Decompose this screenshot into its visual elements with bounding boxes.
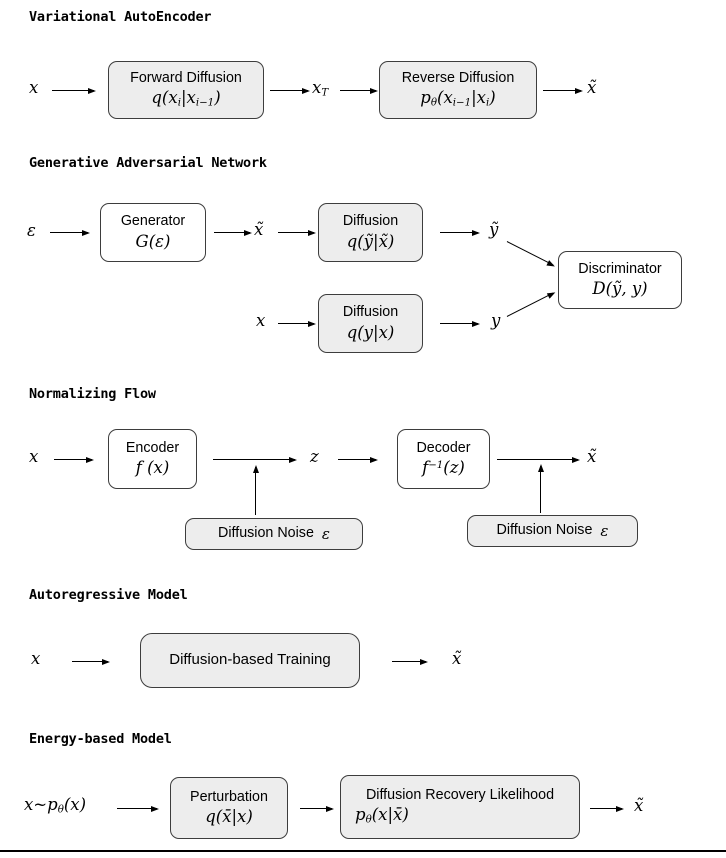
generator-box: Generator G(ε) (100, 203, 206, 262)
var-xtilde-gan: x̃ (254, 220, 264, 239)
arrow-z-to-decoder (338, 456, 378, 463)
perturbation-box: Perturbation q(x̄|x) (170, 777, 288, 839)
ebm-input-expr: x~pθ(x) (24, 795, 87, 816)
diffusion-recovery-label: Diffusion Recovery Likelihood (365, 786, 555, 803)
arrow-forward-to-xT (270, 87, 310, 94)
var-xT: xT (312, 78, 329, 99)
section-title-gan: Generative Adversarial Network (29, 155, 267, 171)
diffusion-fake-math: q(ỹ|x̃) (346, 231, 395, 251)
var-epsilon-gan: ε (27, 221, 36, 240)
arrow-epsilon-to-generator (50, 229, 90, 236)
diffusion-real-label: Diffusion (342, 304, 399, 321)
arrow-generator-to-xtilde (214, 229, 252, 236)
diffusion-noise-right-label: Diffusion Noise (496, 522, 593, 539)
forward-diffusion-box: Forward Diffusion q(xi|xi−1) (108, 61, 264, 119)
diffusion-real-box: Diffusion q(y|x) (318, 294, 423, 353)
arrow-perturbation-to-recovery (300, 805, 334, 812)
var-x-vae: x (29, 78, 39, 97)
section-title-ar: Autoregressive Model (29, 587, 188, 603)
arrow-xtilde-to-diffusion-top (278, 229, 316, 236)
arrow-x-to-forward-diffusion (52, 87, 96, 94)
diffusion-recovery-math: pθ(x|x̄) (355, 805, 409, 826)
var-x-gan: x (256, 311, 266, 330)
arrow-training-to-xtilde (392, 658, 428, 665)
encoder-box: Encoder f (x) (108, 429, 197, 489)
encoder-math: f (x) (135, 458, 170, 478)
diffusion-noise-right-math: ε (600, 521, 609, 540)
var-y: y (491, 311, 501, 330)
var-xtilde-vae: x̃ (587, 78, 597, 97)
arrow-x-to-training (72, 658, 110, 665)
forward-diffusion-label: Forward Diffusion (130, 69, 242, 86)
arrow-decoder-to-xtilde (497, 456, 580, 463)
generator-math: G(ε) (135, 231, 171, 251)
diffusion-recovery-box: Diffusion Recovery Likelihood pθ(x|x̄) (340, 775, 580, 839)
arrow-input-to-perturbation (117, 805, 159, 812)
var-ytilde: ỹ (489, 220, 499, 239)
forward-diffusion-math: q(xi|xi−1) (151, 88, 221, 109)
diffusion-real-math: q(y|x) (346, 322, 395, 342)
arrow-recovery-to-xtilde (590, 805, 624, 812)
arrow-xT-to-reverse-diffusion (340, 87, 378, 94)
decoder-math: f−1(z) (422, 458, 465, 478)
perturbation-label: Perturbation (190, 788, 268, 805)
diffusion-noise-right-box: Diffusion Noise ε (467, 515, 638, 547)
var-x-nf: x (29, 447, 39, 466)
generator-label: Generator (120, 213, 186, 230)
arrow-x-to-diffusion-bottom (278, 320, 316, 327)
discriminator-box: Discriminator D(ỹ, y) (558, 251, 682, 309)
var-z: z (310, 447, 319, 466)
reverse-diffusion-math: pθ(xi−1|xi) (420, 88, 496, 109)
reverse-diffusion-label: Reverse Diffusion (401, 69, 515, 86)
arrow-diffusion-top-to-ytilde (440, 229, 480, 236)
diffusion-noise-left-box: Diffusion Noise ε (185, 518, 363, 550)
decoder-label: Decoder (416, 439, 471, 456)
arrow-reverse-to-xtilde (543, 87, 583, 94)
discriminator-math: D(ỹ, y) (592, 279, 648, 299)
arrow-ytilde-to-discriminator (506, 241, 554, 266)
var-xtilde-nf: x̃ (587, 447, 597, 466)
var-xtilde-ar: x̃ (452, 649, 462, 668)
reverse-diffusion-box: Reverse Diffusion pθ(xi−1|xi) (379, 61, 537, 119)
section-title-nf: Normalizing Flow (29, 386, 156, 402)
arrow-encoder-to-z (213, 456, 297, 463)
encoder-label: Encoder (125, 439, 180, 456)
arrow-noise-right-up (537, 464, 544, 513)
section-title-vae: Variational AutoEncoder (29, 9, 212, 25)
discriminator-label: Discriminator (578, 260, 662, 277)
diffusion-fake-box: Diffusion q(ỹ|x̃) (318, 203, 423, 262)
bottom-rule (0, 850, 726, 853)
diffusion-training-box: Diffusion-based Training (140, 633, 360, 688)
arrow-x-to-encoder (54, 456, 94, 463)
decoder-box: Decoder f−1(z) (397, 429, 490, 489)
perturbation-math: q(x̄|x) (205, 807, 253, 827)
section-title-ebm: Energy-based Model (29, 731, 172, 747)
diffusion-noise-left-label: Diffusion Noise (218, 525, 314, 542)
diffusion-fake-label: Diffusion (342, 213, 399, 230)
var-xtilde-ebm: x̃ (634, 796, 644, 815)
var-x-ar: x (31, 649, 41, 668)
arrow-y-to-discriminator (506, 292, 554, 317)
arrow-noise-left-up (252, 465, 259, 515)
diffusion-noise-left-math: ε (321, 524, 330, 543)
diffusion-training-label: Diffusion-based Training (169, 651, 331, 669)
arrow-diffusion-bottom-to-y (440, 320, 480, 327)
